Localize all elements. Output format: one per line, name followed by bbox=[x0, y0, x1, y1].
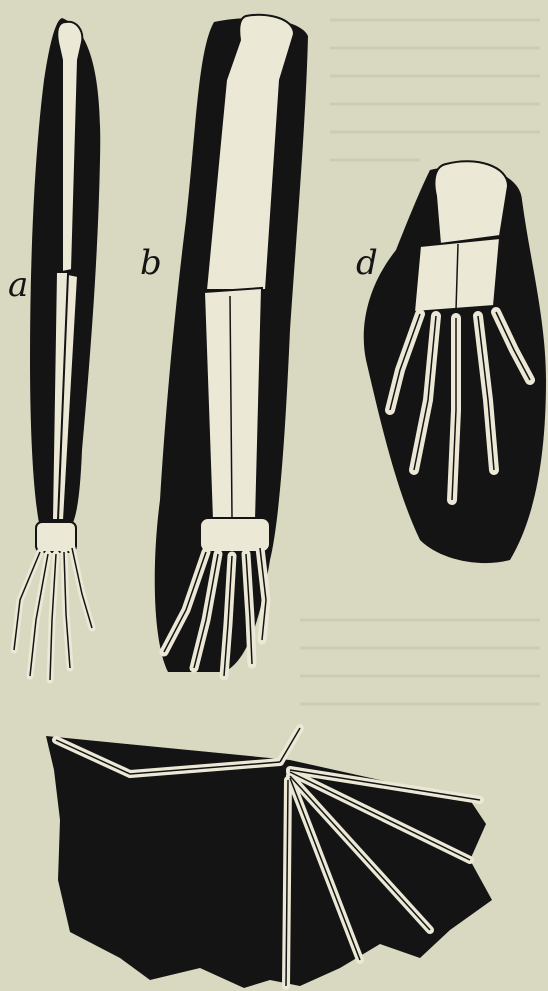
label-b: b bbox=[140, 246, 162, 280]
label-a: a bbox=[8, 268, 28, 302]
label-d: d bbox=[356, 246, 378, 280]
human-arm-skeleton-icon bbox=[14, 18, 100, 680]
mammal-forelimb-skeleton-icon bbox=[155, 15, 308, 676]
label-c: c bbox=[262, 928, 281, 962]
whale-flipper-skeleton-icon bbox=[364, 161, 546, 563]
